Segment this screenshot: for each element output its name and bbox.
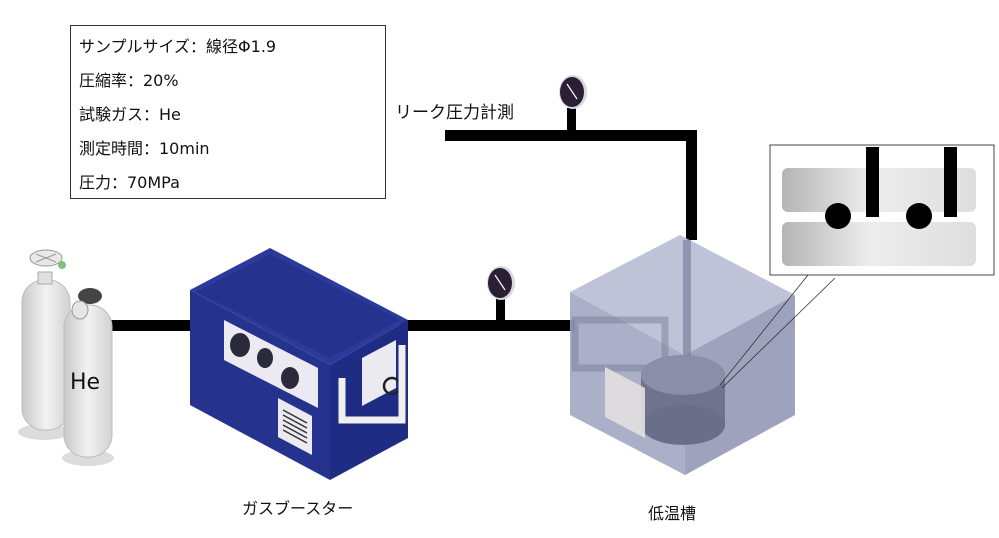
- gas-cylinder-icon: [18, 249, 114, 466]
- pipe-leak-horizontal: [445, 130, 697, 141]
- gas-booster-icon: [190, 248, 408, 480]
- pipe-leak-vertical: [686, 130, 697, 240]
- pressure-gauge-icon: [559, 75, 587, 109]
- cylinder-gas-label: He: [70, 370, 101, 395]
- spec-sample-size: サンプルサイズ：線径Φ1.9: [79, 37, 277, 56]
- pipe-network: [105, 108, 697, 331]
- pipe-cylinder-to-booster: [105, 320, 195, 331]
- cryostat-label: 低温槽: [648, 504, 697, 523]
- spec-test-gas: 試験ガス：He: [79, 105, 181, 124]
- callout-leader: [719, 274, 809, 386]
- callout-leader: [721, 277, 836, 389]
- spec-measurement-time: 測定時間：10min: [79, 139, 210, 158]
- gas-booster-label: ガスブースター: [242, 499, 354, 518]
- test-conditions-box: サンプルサイズ：線径Φ1.9 圧縮率：20% 試験ガス：He 測定時間：10mi…: [70, 25, 386, 199]
- seal-detail-callout: [769, 144, 995, 276]
- leak-measurement-label: リーク圧力計測: [395, 103, 514, 123]
- cryostat-icon: [570, 235, 795, 475]
- pipe-gauge-stem-upper: [567, 108, 576, 132]
- spec-pressure: 圧力：70MPa: [79, 173, 180, 192]
- pipe-gauge-stem-lower: [496, 297, 505, 322]
- pipe-booster-to-cryostat: [400, 320, 575, 331]
- pressure-gauge-icon: [487, 266, 515, 300]
- spec-compression-rate: 圧縮率：20%: [79, 71, 179, 90]
